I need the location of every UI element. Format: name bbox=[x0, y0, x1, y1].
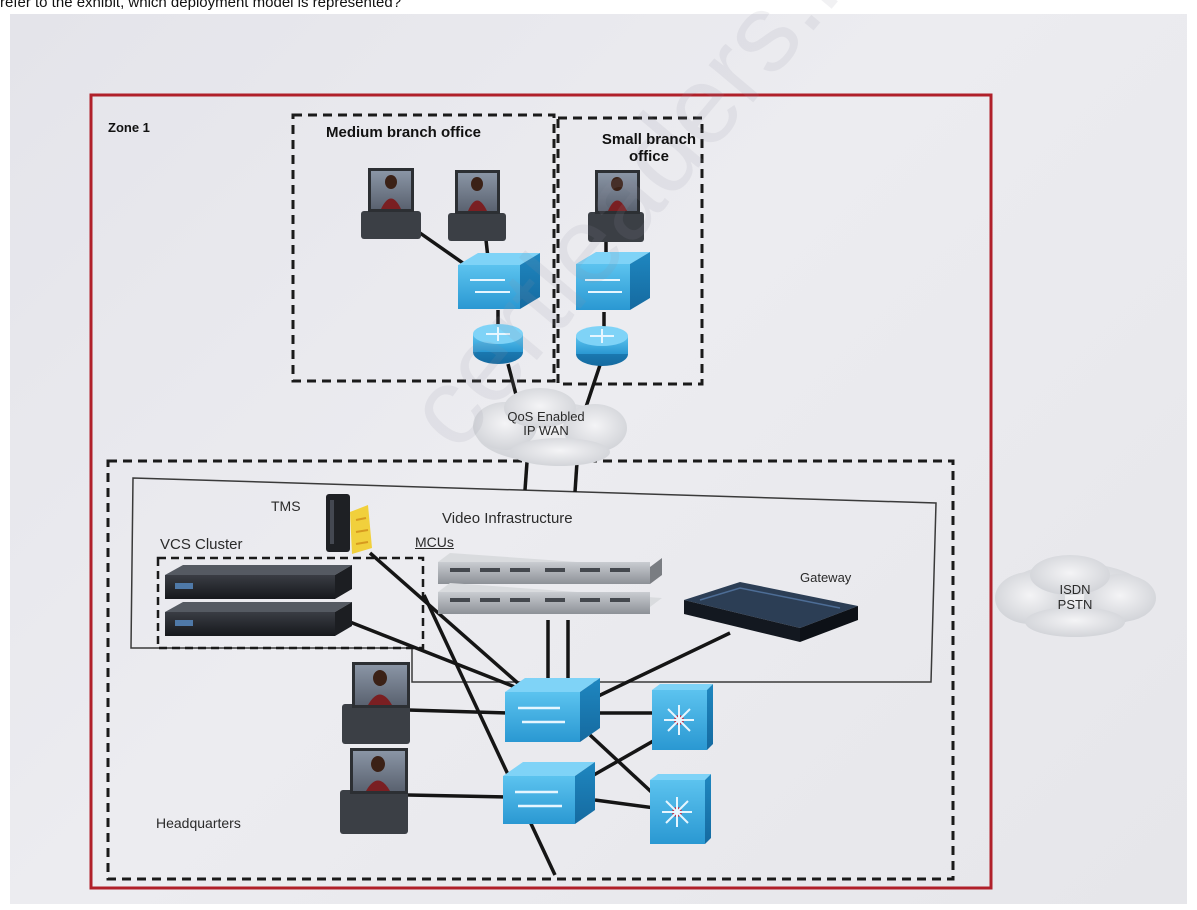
switch-hq-2 bbox=[503, 762, 595, 824]
zone-boundary bbox=[89, 93, 993, 890]
exhibit-caption: refer to the exhibit, which deployment m… bbox=[0, 0, 402, 11]
link-router-wan-s bbox=[583, 364, 602, 411]
wan-label: QoS Enabled IP WAN bbox=[507, 409, 585, 438]
switch-medium-branch bbox=[458, 253, 540, 309]
zone-label: Zone 1 bbox=[108, 120, 150, 135]
link-wan-hq-1 bbox=[523, 461, 529, 491]
link-mcu-switch2 bbox=[422, 594, 557, 876]
router-medium-branch bbox=[473, 324, 523, 364]
medium-branch-boundary bbox=[291, 113, 556, 383]
gateway-device bbox=[684, 582, 858, 642]
mcus-label: MCUs bbox=[415, 534, 454, 550]
video-endpoint-small bbox=[588, 170, 644, 242]
isdn-pstn-cloud bbox=[995, 555, 1156, 637]
vcs-appliance-2 bbox=[165, 602, 352, 636]
link-tms-switch bbox=[368, 551, 522, 687]
tms-server bbox=[326, 494, 372, 554]
vcs-cluster-label: VCS Cluster bbox=[160, 536, 243, 553]
video-endpoint-hq-1 bbox=[342, 662, 410, 744]
video-endpoint-medium-2 bbox=[448, 170, 506, 241]
link-switch-l3-cross1 bbox=[588, 733, 662, 802]
video-endpoint-medium-1 bbox=[361, 168, 421, 239]
gateway-label: Gateway bbox=[800, 570, 852, 585]
switch-hq-1 bbox=[505, 678, 600, 742]
small-branch-label: Small branch office bbox=[601, 131, 697, 165]
vcs-appliance-1 bbox=[165, 565, 352, 599]
l3-switch-hq-2 bbox=[650, 774, 711, 844]
mcu-1 bbox=[438, 553, 662, 584]
switch-small-branch bbox=[576, 252, 650, 310]
link-hq-endpoint2 bbox=[407, 793, 509, 799]
video-infrastructure-boundary bbox=[130, 477, 937, 683]
link-endpoint-switch-m1 bbox=[418, 231, 472, 270]
headquarters-label: Headquarters bbox=[156, 815, 241, 831]
isdn-pstn-label: ISDN PSTN bbox=[1057, 582, 1093, 612]
link-switch-l3-cross2 bbox=[584, 738, 656, 782]
small-branch-boundary bbox=[556, 116, 704, 386]
link-hq-endpoint1 bbox=[407, 708, 509, 715]
link-switch-l3-2 bbox=[594, 798, 656, 810]
l3-switch-hq-1 bbox=[652, 684, 713, 750]
video-endpoint-hq-2 bbox=[340, 748, 408, 834]
link-wan-hq-2 bbox=[573, 461, 579, 493]
ip-wan-cloud bbox=[473, 388, 627, 466]
tms-label: TMS bbox=[271, 498, 301, 514]
link-vcs-switch bbox=[349, 620, 516, 689]
link-gateway-switch bbox=[589, 631, 731, 702]
vcs-cluster-boundary bbox=[156, 556, 425, 650]
medium-branch-label: Medium branch office bbox=[326, 124, 482, 141]
video-infrastructure-label: Video Infrastructure bbox=[442, 510, 573, 527]
mcu-2 bbox=[438, 583, 662, 614]
router-small-branch bbox=[576, 326, 628, 366]
